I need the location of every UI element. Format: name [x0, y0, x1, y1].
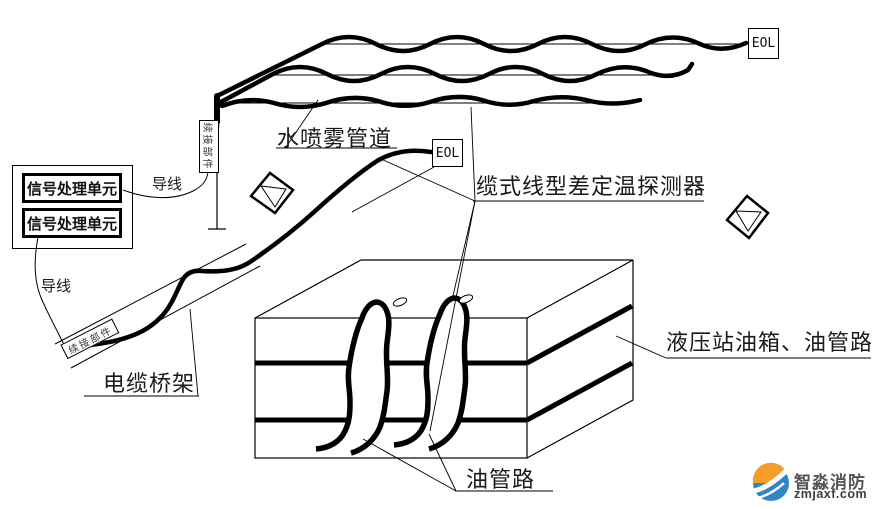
signal-wires: [34, 171, 209, 350]
wire-label-top: 导线: [152, 176, 183, 193]
label-hydraulic-tank: 液压站油箱、油管路: [666, 330, 874, 355]
nozzle-symbol-right: [725, 194, 770, 240]
brand-logo-icon: [752, 462, 789, 501]
ground-symbol: [208, 173, 226, 230]
oil-pipe-runs: [255, 303, 634, 423]
watermark-site: zmjaxf.com: [794, 487, 868, 501]
signal-unit-cabinet: [12, 165, 133, 249]
label-cable-detector: 缆式线型差定温探测器: [476, 174, 707, 199]
nozzle-symbols: [249, 171, 770, 240]
detector-cables-spray: [214, 34, 749, 130]
splice-box-top: 续接部件: [199, 120, 219, 173]
wire-label-left: 导线: [41, 278, 72, 295]
cable-tray: [54, 243, 261, 369]
label-oil-pipeline: 油管路: [466, 467, 536, 492]
label-cable-tray: 电缆桥架: [103, 371, 196, 396]
eol-box-top: EOL: [748, 28, 779, 59]
oil-pipes-vertical: [316, 294, 474, 453]
leader-lines: [84, 99, 871, 492]
label-water-spray-pipe: 水喷雾管道: [277, 126, 393, 151]
watermark-brand: 智淼消防: [794, 473, 866, 492]
signal-unit-box-2: 信号处理单元: [22, 208, 122, 238]
signal-unit-box-1: 信号处理单元: [22, 173, 122, 203]
detector-cable-tray: [63, 148, 434, 353]
eol-box-middle: EOL: [432, 139, 463, 167]
watermark: 智淼消防 zmjaxf.com: [750, 458, 875, 506]
nozzle-symbol-left: [249, 171, 295, 215]
